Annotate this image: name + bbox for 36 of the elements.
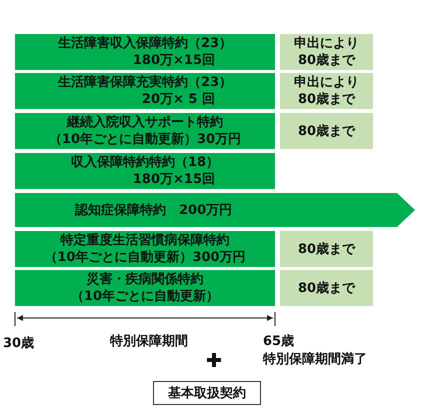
age-limit-box (280, 231, 373, 267)
node-text: 収入保障特約特約（18） (70, 154, 220, 171)
rider-bar (15, 34, 275, 70)
node-text: 80歳まで (296, 280, 356, 296)
node-text: 認知症保障特約 200万円 (75, 202, 234, 218)
node-text: （10年ごとに自動更新）30万円 (48, 131, 242, 148)
node-text: 80歳まで (296, 240, 356, 258)
node-text: 180万×15回 (132, 52, 216, 69)
age-label: 30歳 (3, 335, 34, 352)
age-limit-box (280, 73, 373, 109)
node-text: （10年ごとに自動更新） (70, 288, 220, 305)
base-contract-box (153, 381, 261, 405)
node-text: 20万× 5 回 (140, 91, 216, 108)
rider-bar (15, 270, 275, 306)
node-text: 特定重度生活習慣病保障特約 (59, 232, 230, 249)
node-text: 継続入院収入サポート特約 (66, 114, 224, 131)
node-text: 災害・疾病関係特約 (85, 271, 204, 288)
node-text: 180万×15回 (132, 171, 216, 188)
rider-bar (15, 231, 275, 267)
node-text: 申出により80歳まで (293, 74, 360, 108)
period-label: 特別保障期間 (110, 332, 188, 350)
node-text: 80歳まで (296, 122, 356, 140)
node-text: 生活障害保障充実特約（23） (56, 74, 234, 91)
rider-bar (15, 113, 275, 149)
node-text: 申出により80歳まで (293, 35, 360, 69)
rider-bar (15, 153, 275, 189)
node-text: 生活障害収入保障特約（23） (56, 35, 234, 52)
rider-arrow-bar (15, 193, 415, 227)
age-label: 65歳 (263, 333, 294, 350)
node-text: （10年ごとに自動更新）300万円 (43, 249, 247, 266)
age-limit-box (280, 113, 373, 149)
period-end-label: 特別保障期間満了 (263, 350, 367, 368)
rider-bar (15, 73, 275, 109)
age-limit-box (280, 34, 373, 70)
age-limit-box (280, 270, 373, 306)
node-text: 基本取扱契約 (168, 384, 246, 402)
